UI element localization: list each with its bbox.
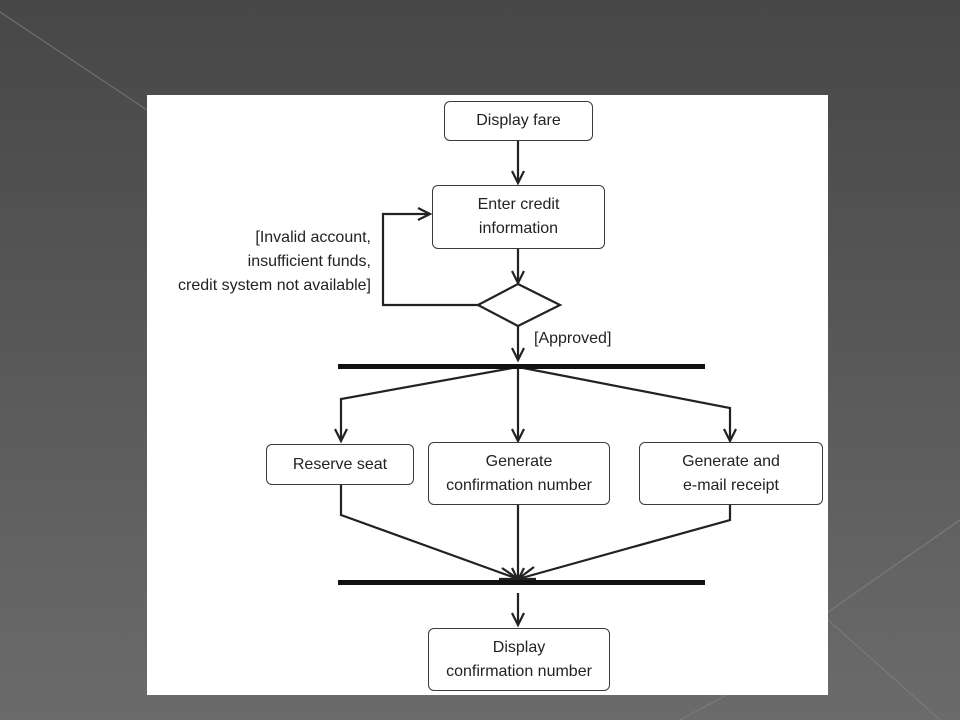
action-generate-email-receipt: Generate and e-mail receipt <box>639 442 823 505</box>
activity-diagram-edges <box>334 141 737 628</box>
background-decoration-line <box>0 11 148 111</box>
arrowhead <box>511 347 525 363</box>
action-reserve-seat: Reserve seat <box>266 444 414 485</box>
arrowhead <box>514 566 536 581</box>
edge-fork-to-reserve <box>339 365 519 440</box>
background-decoration-line <box>827 619 941 720</box>
edge-reserve-to-join <box>339 485 519 581</box>
action-enter-credit-information: Enter credit information <box>432 185 605 249</box>
edge-email-to-join <box>517 505 732 581</box>
guard-failure-label: [Invalid account, insufficient funds, cr… <box>178 229 371 294</box>
arrowhead <box>334 428 348 444</box>
action-display-confirmation-number: Display confirmation number <box>428 628 610 691</box>
arrowhead <box>511 170 525 186</box>
arrowhead <box>723 428 737 444</box>
guard-approved-label: [Approved] <box>534 330 612 347</box>
background-decoration-line <box>827 519 960 613</box>
diagram-canvas: Display fare Enter credit information Re… <box>147 95 828 695</box>
action-display-fare: Display fare <box>444 101 593 141</box>
join-bar <box>338 580 705 585</box>
edge-decision-loop-back <box>381 212 478 307</box>
action-generate-confirmation-number: Generate confirmation number <box>428 442 610 505</box>
edge-fork-to-email <box>517 365 732 440</box>
arrowhead <box>511 428 525 444</box>
fork-bar <box>338 364 705 369</box>
decision-diamond <box>475 282 563 328</box>
arrowhead <box>511 612 525 628</box>
arrowhead <box>417 207 433 221</box>
